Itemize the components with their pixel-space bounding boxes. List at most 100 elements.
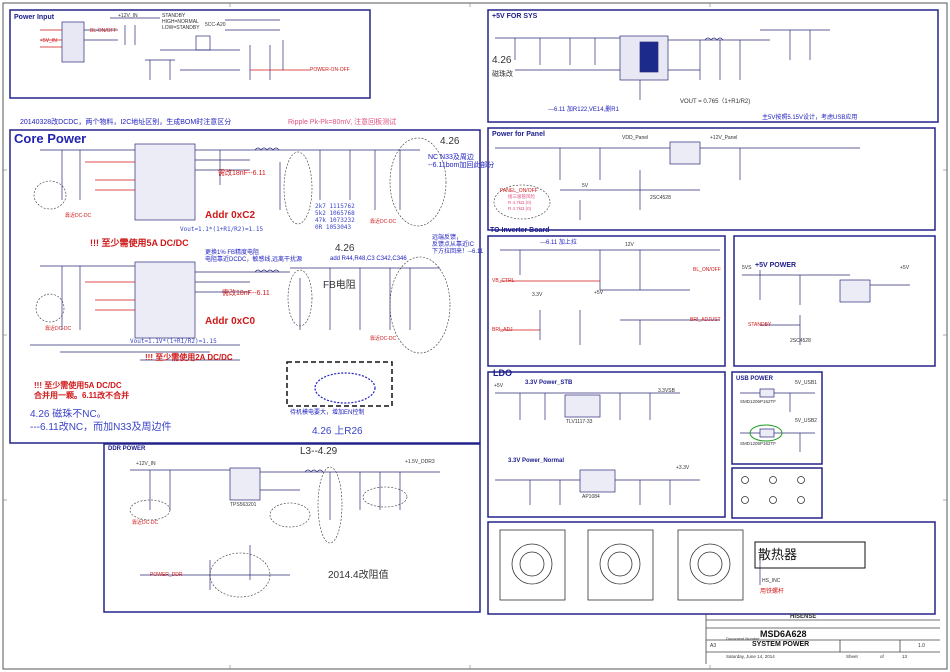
p5v-title: +5V POWER xyxy=(755,262,797,269)
tb-doc: Document Number xyxy=(726,636,760,641)
inverter-briadj: BRI_ADJ xyxy=(492,327,513,333)
p5v-transistor: 2SC4528 xyxy=(790,338,811,344)
ddr-power: POWER_DDR xyxy=(150,572,183,578)
core-power-title: Core Power xyxy=(14,131,87,146)
core-bead: 4.26 磁珠不NC。 xyxy=(30,409,107,420)
tb-date: Saturday, June 14, 2014 xyxy=(726,654,775,659)
core-dcdc-label-2: 靠近DC-DC xyxy=(370,219,397,225)
core-need2: !!! 至少需使用2A DC/DC xyxy=(145,353,233,362)
heatsink-sub: 用铁螺杆 xyxy=(760,589,785,595)
core-dcdc-label-1: 靠近DC-DC xyxy=(65,213,92,219)
core-cap-note2: 需改18nF--6.11 xyxy=(222,290,270,297)
core-nc-change: --6.11bom加回此部分 xyxy=(428,162,495,169)
usb-fuse2: SMD1206P162TF xyxy=(740,441,777,446)
power-input-title: Power Input xyxy=(14,14,55,21)
dcdc-change-note: 20140328改DCDC，两个物料，I2C地址区别，生成BOM时注意区分 xyxy=(20,119,232,126)
core-table-1: 5k2 1065768 xyxy=(315,210,355,217)
panel-5v: 5V xyxy=(582,183,589,189)
inverter-briadjust: BRI_ADJUST xyxy=(690,317,721,323)
standby-label: STANDBY xyxy=(162,13,186,19)
panel-vdd: VDD_Panel xyxy=(622,135,649,141)
5cc-a20-label: 5CC-A20 xyxy=(205,22,226,28)
panel-onoff: PANEL_ON/OFF xyxy=(500,188,538,194)
p5v-5vs: 5VS xyxy=(742,265,752,271)
sys5v-title: +5V FOR SYS xyxy=(492,13,538,20)
core-dcdc-label-4: 靠近DC-DC xyxy=(370,336,397,342)
sys5v-date: 4.26 xyxy=(492,55,512,66)
ldo-stb-title: 3.3V Power_STB xyxy=(525,380,573,386)
core-table-0: 2k7 1115762 xyxy=(315,203,355,210)
sys5v-note: 主5V按照5.15V设计，考虑USB应用 xyxy=(762,115,858,121)
panel-dashed-0: 接三极管风险 xyxy=(508,194,535,199)
inverter-bl-onoff: BL_ON/OFF xyxy=(693,267,721,273)
core-nc-note: NC N33及周边 xyxy=(428,154,474,161)
panel-dashed-1: R 4.7kΩ (0) xyxy=(508,200,532,205)
core-date: 4.26 xyxy=(440,136,460,147)
p5v-5v: +5V xyxy=(900,265,910,271)
core-feedback: 电阻靠近DCDC，敏感线,远离干扰源 xyxy=(205,257,302,263)
inverter-add: ---6.11 加上拉 xyxy=(540,240,577,246)
core-vout2: Vout=1.1V*(1+R1/R2)=1.15 xyxy=(130,338,217,345)
core-date2: 4.26 xyxy=(335,243,355,254)
power-onoff-label: POWER-ON-OFF xyxy=(310,67,350,73)
core-r26: 4.26 上R26 xyxy=(312,426,363,437)
core-standby: 待机模电要大，增加EN控制 xyxy=(290,410,365,416)
usb-fuse1: SMD1206P162TF xyxy=(740,399,777,404)
core-need1: !!! 至少需使用5A DC/DC xyxy=(90,238,189,248)
tb-rev: 1.0 xyxy=(918,643,925,649)
tb-title: MSD6A628 xyxy=(760,629,807,639)
5v-in-label: +5V_IN xyxy=(40,38,57,44)
core-remote3: 下方拉回来！--6.11 xyxy=(432,249,484,255)
core-dcdc-label-3: 靠近DC-DC xyxy=(45,326,72,332)
high-normal-label: HIGH=NORMAL xyxy=(162,19,199,25)
ldo-chip1: TLV1117-33 xyxy=(566,419,593,425)
usb-title: USB POWER xyxy=(736,376,774,382)
usb-5v1: 5V_USB1 xyxy=(795,380,817,386)
core-cap-note: 需改18nF--6.11 xyxy=(218,170,266,177)
panel-transistor: 2SC4528 xyxy=(650,195,671,201)
ldo-5v: +5V xyxy=(494,383,504,389)
inverter-vbctrl: VB_CTRL xyxy=(492,278,515,284)
ldo-3v3sb: 3.3VSB xyxy=(658,388,675,394)
ddr-year: 2014.4改阻值 xyxy=(328,570,389,581)
tb-sheet: Sheet xyxy=(846,654,858,659)
core-add-parts: add R44,R48,C3 C342,C346 xyxy=(330,256,407,262)
core-table-3: 0R 1053043 xyxy=(315,224,352,231)
panel-title: Power for Panel xyxy=(492,131,545,138)
inverter-12v: 12V xyxy=(625,242,634,248)
core-need3: !!! 至少需使用5A DC/DC xyxy=(34,381,122,390)
ldo-title: LDO xyxy=(493,368,512,378)
core-table-2: 47k 1073232 xyxy=(315,217,355,224)
panel-12v: +12V_Panel xyxy=(710,135,738,141)
sys5v-vout: VOUT = 0.765（1+R1/R2) xyxy=(680,99,751,105)
sys5v-bead: 磁珠改 xyxy=(492,71,513,78)
core-vout1: Vout=1.1*(1+R1/R2)=1.15 xyxy=(180,226,264,233)
ddr-title: DDR POWER xyxy=(108,446,146,452)
inverter-3v3: 3.3V xyxy=(532,292,543,298)
ripple-note: Ripple Pk-Pk=80mV, 注意回板测试 xyxy=(288,119,397,126)
core-remote: 远端反馈， xyxy=(432,235,463,241)
ldo-chip2: AP1084 xyxy=(582,494,600,500)
tb-subtitle: SYSTEM POWER xyxy=(752,641,810,648)
ldo-3v3: +3.3V xyxy=(676,465,690,471)
12v-in-label: +12V_IN xyxy=(118,13,138,19)
heatsink-part: HS_INC xyxy=(762,578,781,584)
heatsink-title: 散热器 xyxy=(758,547,798,562)
tb-size: A3 xyxy=(710,643,717,649)
tb-sheet-no: 13 xyxy=(902,654,908,659)
core-remote2: 反馈点从靠近IC xyxy=(432,242,475,248)
ldo-normal-title: 3.3V Power_Normal xyxy=(508,458,565,464)
usb-5v2: 5V_USB2 xyxy=(795,418,817,424)
ddr-date: L3--4.29 xyxy=(300,446,338,457)
inverter-5v: +5V xyxy=(594,290,604,296)
ddr-15v: +1.5V_DDR3 xyxy=(405,459,435,465)
inverter-title: TO Inverter Board xyxy=(490,227,550,234)
core-addr1: Addr 0xC2 xyxy=(205,210,256,221)
core-fb-res: FB电阻 xyxy=(323,280,356,291)
sys5v-change: ---6.11 加R122,VE14,删R1 xyxy=(548,107,619,113)
tb-of: of xyxy=(880,654,884,659)
p5v-standby: STANDBY xyxy=(748,322,772,328)
ddr-title-1: DDR POWER xyxy=(108,446,145,452)
